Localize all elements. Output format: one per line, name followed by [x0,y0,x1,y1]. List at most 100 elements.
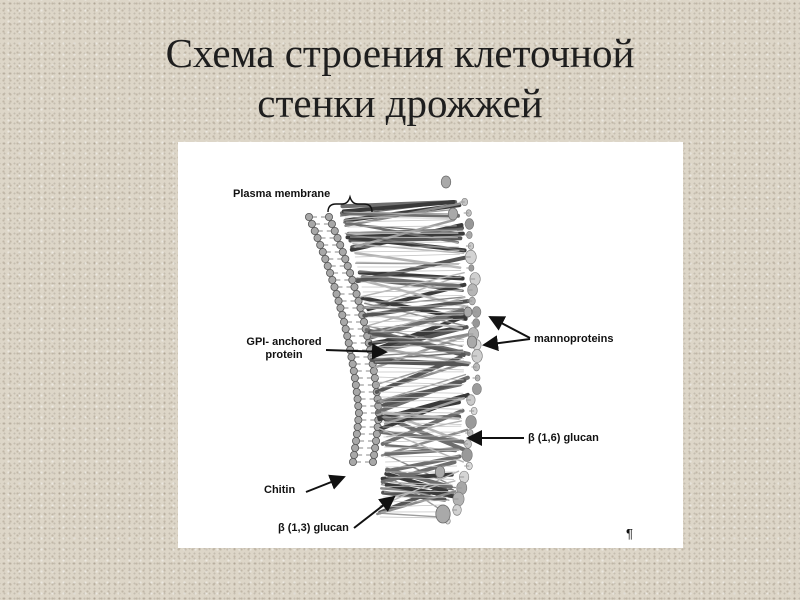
lipid-head [305,213,314,222]
beta16-fiber [374,356,464,359]
beta16-fiber [379,396,464,399]
lipid-head [338,310,347,319]
beta16-fiber [369,324,464,328]
lipid-head [341,255,350,264]
lipid-head [328,275,337,284]
beta16-fiber [348,230,458,233]
beta16-fiber [353,250,460,253]
glucan-fiber [352,243,465,255]
lipid-head [351,380,360,389]
lipid-head [352,436,361,445]
beta16-fiber [368,318,464,323]
label-beta16-glucan: β (1,6) glucan [528,432,599,444]
diagram-panel: Plasma membrane GPI- anchored protein ma… [178,142,683,548]
lipid-head [348,275,357,284]
glucan-fiber [341,200,456,214]
mannoprotein [434,465,446,479]
beta16-fiber [378,384,464,388]
mannoprotein [440,175,452,189]
lipid-head [321,255,330,264]
lipid-head [307,220,316,229]
lipid-head [354,415,363,424]
lipid-head [350,373,359,382]
mannoprotein [463,306,473,318]
lipid-head [354,401,363,410]
beta16-fiber [358,270,462,273]
lipid-head [371,443,380,452]
beta16-fiber [383,434,461,438]
title-line-2: стенки дрожжей [257,80,543,126]
beta16-fiber [346,219,457,223]
lipid-head [316,241,325,250]
beta16-fiber [367,314,464,318]
glucan-fiber [343,209,452,221]
slide-title: Схема строения клеточной стенки дрожжей [0,28,800,128]
lipid-head [353,422,362,431]
mannoprotein [447,207,459,221]
lipid-head [348,359,357,368]
label-mannoproteins: mannoproteins [534,333,614,345]
chitin-arrow [305,474,346,493]
beta16-fiber [385,476,454,480]
lipid-head [310,227,319,236]
glucan-fiber [350,231,465,239]
beta16-fiber [364,300,463,303]
beta16-fiber [380,398,463,403]
glucan-fiber [361,275,461,310]
title-line-1: Схема строения клеточной [165,30,635,76]
beta16-fiber [381,411,463,414]
glucan-fiber [354,251,462,269]
beta16-fiber [363,295,463,298]
label-gpi-anchored-protein: GPI- anchored protein [236,336,332,362]
lipid-head [360,317,369,326]
lipid-head [334,296,343,305]
lipid-head [340,317,349,326]
beta16-fiber [379,516,441,519]
beta16-fiber [354,253,460,258]
beta16-fiber [347,225,457,228]
beta16-fiber [385,459,459,463]
label-plasma-membrane: Plasma membrane [233,188,331,200]
mannoprotein-layer [434,175,483,525]
lipid-head [352,429,361,438]
beta16-fiber [366,311,464,314]
glucan-fiber [369,308,465,340]
beta16-fiber [344,216,456,219]
lipid-head [318,248,327,257]
beta16-fiber [384,449,460,453]
lipid-head [370,373,379,382]
beta16-fiber [371,336,464,341]
mannoprotein [466,335,478,349]
lipid-head [352,289,361,298]
lipid-head [368,457,377,466]
beta16-fiber [382,425,462,428]
glucan-fiber [343,221,460,244]
beta16-fiber [356,261,461,265]
lipid-head [349,366,358,375]
lipid-head [332,289,341,298]
beta16-fiber [375,366,464,371]
glucan-fiber [373,352,462,361]
beta16-fiber [385,465,457,468]
glucan-fiber [383,396,466,426]
glucan-fiber [367,330,466,357]
mannoprotein [435,504,451,524]
beta13-arrow [353,495,396,529]
beta16-fiber [384,483,451,488]
lipid-head [350,450,359,459]
beta16-fiber [350,236,458,239]
lipid-head [336,241,345,250]
lipid-head [341,324,350,333]
glucan-fiber [365,325,463,347]
lipid-head [369,366,378,375]
gpi-arrow [325,343,388,360]
beta16-fiber [377,376,464,381]
lipid-head [371,380,380,389]
lipid-head [336,303,345,312]
lipid-head [351,443,360,452]
paragraph-mark: ¶ [626,526,633,541]
lipid-head [353,394,362,403]
glucan-fiber [360,275,461,289]
beta16-fiber [384,455,459,458]
glucan-fiber [380,428,469,457]
